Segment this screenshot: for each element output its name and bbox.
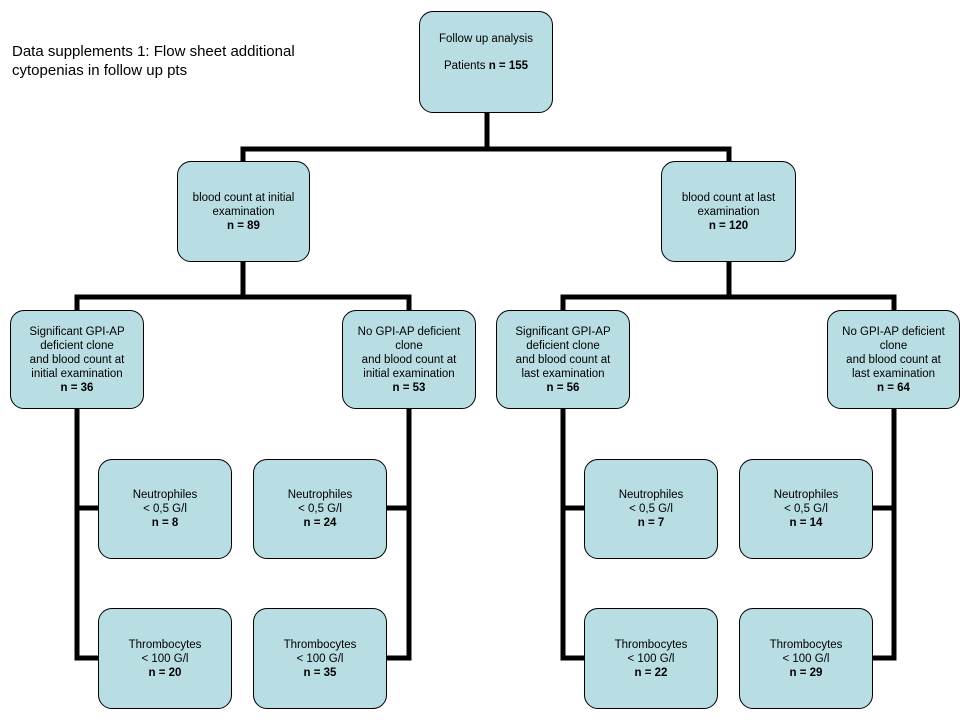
node-last-nosig-thrombocytes: Thrombocytes < 100 G/l n = 29 [739, 608, 873, 709]
node-count: n = 64 [877, 381, 910, 394]
node-count: n = 120 [708, 219, 749, 232]
node-label: Neutrophiles < 0,5 G/l [773, 489, 839, 515]
node-initial-nosig-neutrophiles: Neutrophiles < 0,5 G/l n = 24 [253, 459, 387, 559]
node-count: Patients n = 155 [443, 60, 529, 72]
node-last-significant-clone: Significant GPI-AP deficient clone and b… [496, 310, 630, 409]
node-label: Follow up analysis [439, 33, 533, 45]
node-last-sig-neutrophiles: Neutrophiles < 0,5 G/l n = 7 [584, 459, 718, 559]
node-label: No GPI-AP deficient clone and blood coun… [357, 325, 461, 380]
node-count: n = 53 [392, 381, 426, 394]
node-label: blood count at last examination [681, 191, 776, 218]
node-count: n = 29 [789, 666, 823, 679]
node-count: n = 7 [637, 517, 665, 529]
node-label: Thrombocytes < 100 G/l [128, 638, 202, 665]
node-label: Significant GPI-AP deficient clone and b… [515, 325, 611, 380]
node-initial-no-clone: No GPI-AP deficient clone and blood coun… [342, 310, 476, 409]
node-label: Neutrophiles < 0,5 G/l [132, 489, 198, 515]
node-initial-significant-clone: Significant GPI-AP deficient clone and b… [10, 310, 144, 409]
node-initial-sig-neutrophiles: Neutrophiles < 0,5 G/l n = 8 [98, 459, 232, 559]
node-count: n = 14 [789, 517, 823, 529]
node-last-examination: blood count at last examination n = 120 [661, 161, 796, 262]
node-label: Thrombocytes < 100 G/l [614, 638, 688, 665]
node-count: n = 22 [634, 666, 668, 679]
node-label: Neutrophiles < 0,5 G/l [287, 489, 353, 515]
node-label: Thrombocytes < 100 G/l [769, 638, 843, 665]
node-count: n = 24 [303, 517, 337, 529]
node-count: n = 89 [227, 219, 260, 232]
node-initial-examination: blood count at initial examination n = 8… [177, 161, 310, 262]
node-count: n = 56 [546, 381, 580, 394]
node-label: Neutrophiles < 0,5 G/l [618, 489, 684, 515]
node-count: n = 35 [303, 666, 337, 679]
node-label: No GPI-AP deficient clone and blood coun… [842, 325, 945, 380]
node-last-sig-thrombocytes: Thrombocytes < 100 G/l n = 22 [584, 608, 718, 709]
node-label: Significant GPI-AP deficient clone and b… [29, 325, 125, 380]
node-count: n = 36 [60, 381, 94, 394]
node-last-nosig-neutrophiles: Neutrophiles < 0,5 G/l n = 14 [739, 459, 873, 559]
node-count: n = 8 [151, 517, 179, 529]
node-last-no-clone: No GPI-AP deficient clone and blood coun… [827, 310, 960, 409]
node-follow-up-analysis: Follow up analysis Patients n = 155 [419, 11, 553, 113]
node-label: Thrombocytes < 100 G/l [283, 638, 357, 665]
node-initial-sig-thrombocytes: Thrombocytes < 100 G/l n = 20 [98, 608, 232, 709]
diagram-caption: Data supplements 1: Flow sheet additiona… [12, 43, 295, 79]
node-label: blood count at initial examination [192, 191, 295, 218]
node-count: n = 20 [148, 666, 182, 679]
node-initial-nosig-thrombocytes: Thrombocytes < 100 G/l n = 35 [253, 608, 387, 709]
